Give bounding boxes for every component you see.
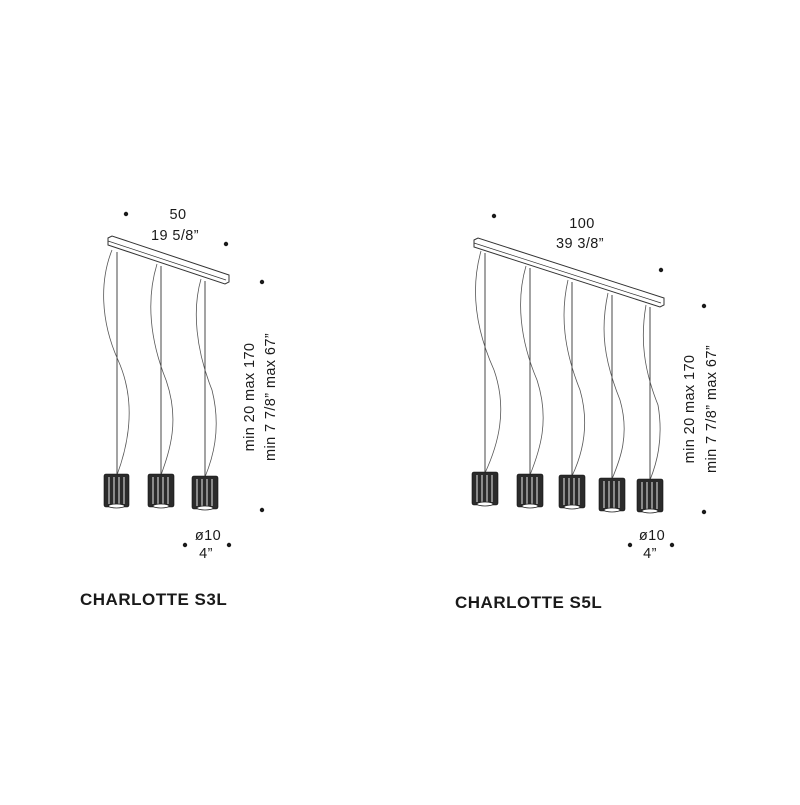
s3l-width-cm: 50: [170, 207, 187, 223]
height-marker-dot: [701, 509, 707, 515]
width-marker-dot: [491, 213, 497, 219]
lamp-shade: [471, 471, 499, 507]
lamp-shade: [558, 474, 586, 510]
diameter-marker-dot: [182, 542, 188, 548]
charlotte-s5l-drawing: 100 39 3/8”: [455, 213, 720, 612]
s3l-width-in: 19 5/8”: [151, 228, 199, 244]
width-marker-dot: [223, 241, 229, 247]
s5l-model-name: CHARLOTTE S5L: [455, 593, 602, 612]
charlotte-s3l-drawing: 50 19 5/8”: [80, 207, 279, 609]
height-marker-dot: [259, 279, 265, 285]
s5l-height-in: min 7 7/8” max 67”: [704, 345, 720, 473]
power-cable: [475, 250, 502, 474]
s5l-width-in: 39 3/8”: [556, 236, 604, 252]
power-cable: [603, 292, 625, 480]
diameter-marker-dot: [669, 542, 675, 548]
width-marker-dot: [658, 267, 664, 273]
s5l-diameter-in: 4”: [643, 546, 657, 562]
lamp-shade: [516, 473, 544, 509]
s3l-diameter-in: 4”: [199, 546, 213, 562]
power-cable: [642, 304, 661, 481]
lamp-shade: [147, 473, 175, 509]
lamp-shade: [191, 475, 219, 511]
height-marker-dot: [701, 303, 707, 309]
s3l-ceiling-canopy: [107, 235, 230, 285]
lamp-shade: [103, 473, 130, 509]
lamp-shade: [636, 478, 664, 514]
s5l-width-cm: 100: [569, 216, 594, 232]
power-cable: [195, 278, 217, 478]
s3l-model-name: CHARLOTTE S3L: [80, 590, 227, 609]
power-cable: [520, 265, 544, 476]
power-cable: [563, 279, 585, 477]
power-cable: [150, 263, 174, 476]
width-marker-dot: [123, 211, 129, 217]
diameter-marker-dot: [226, 542, 232, 548]
s3l-diameter-cm: ø10: [195, 528, 221, 544]
diameter-marker-dot: [627, 542, 633, 548]
s3l-height-cm: min 20 max 170: [242, 343, 258, 452]
lamp-shade: [598, 477, 626, 513]
s3l-height-in: min 7 7/8” max 67”: [263, 333, 279, 461]
s5l-height-cm: min 20 max 170: [682, 355, 698, 464]
height-marker-dot: [259, 507, 265, 513]
s5l-ceiling-canopy: [473, 237, 665, 308]
power-cable: [103, 249, 130, 476]
s5l-diameter-cm: ø10: [639, 528, 665, 544]
